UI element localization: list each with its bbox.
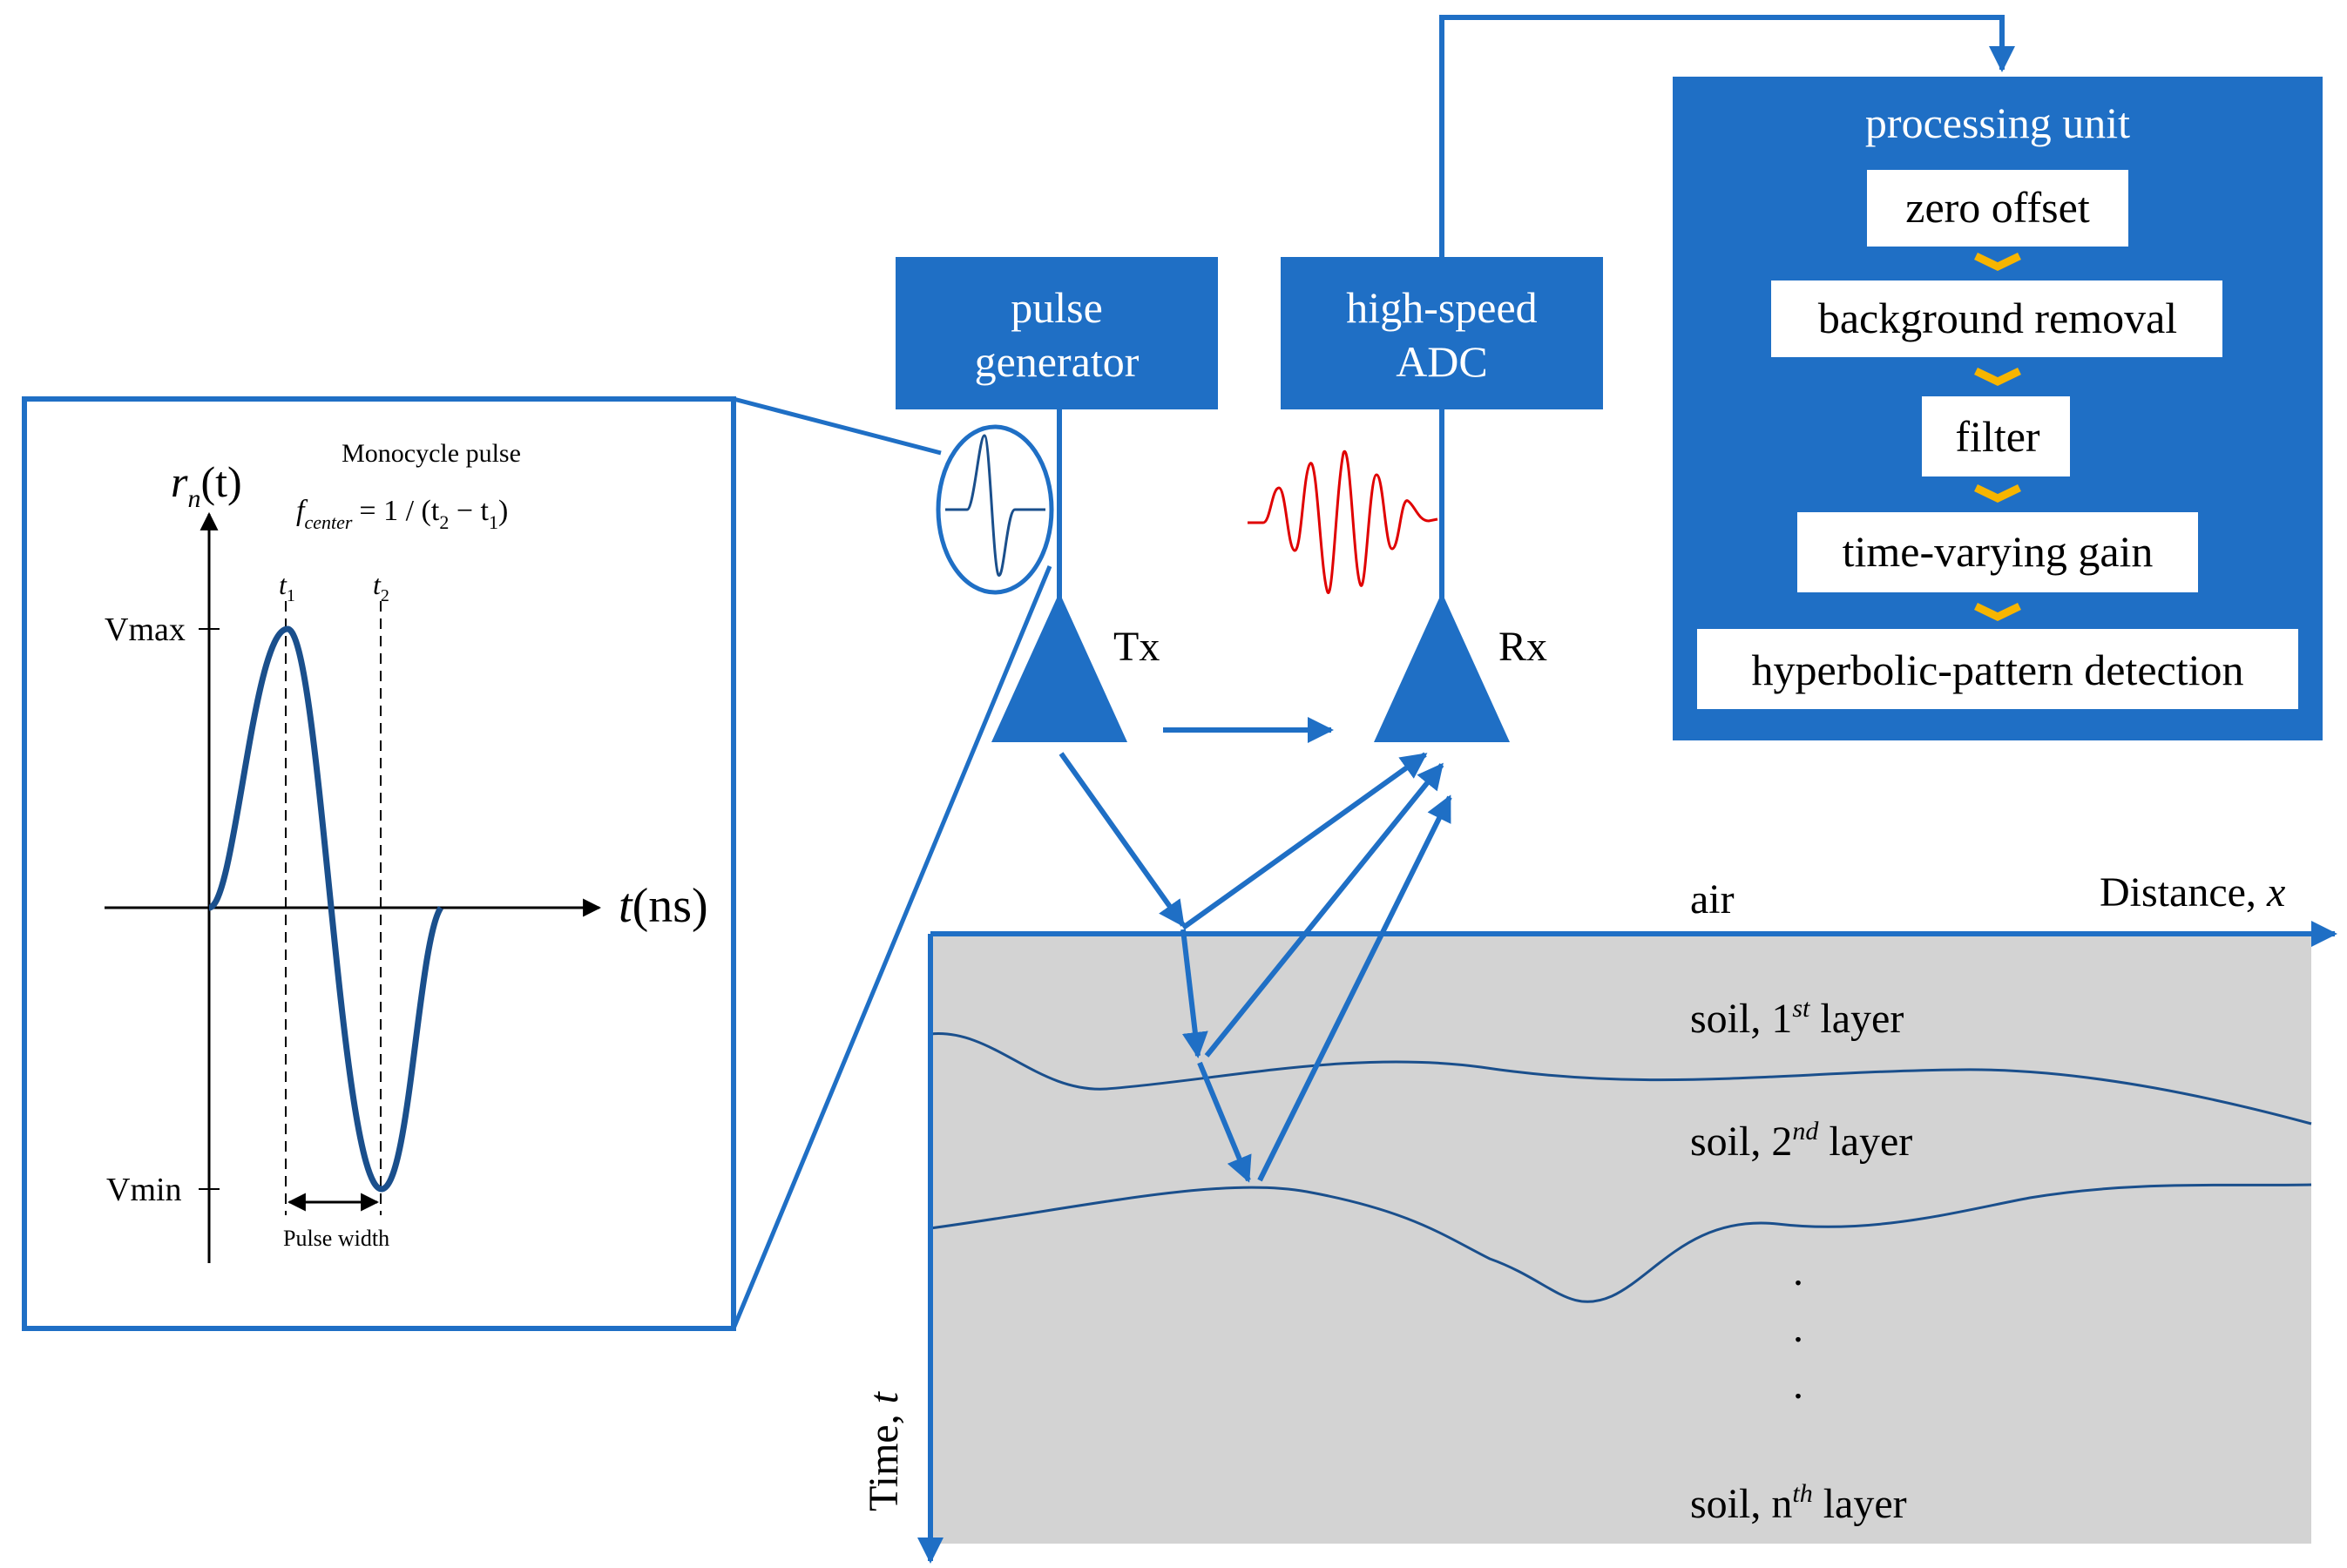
zoom-connector-bottom (731, 565, 1052, 1329)
monocycle-pulse-curve (207, 625, 444, 1193)
step-zero-offset-box (1867, 170, 2128, 247)
pulse-generator-block (896, 257, 1218, 409)
vmin-label: Vmin (106, 1172, 182, 1208)
step-filter: filter (1955, 412, 2040, 461)
step-chevrons (1974, 252, 2021, 621)
pulse-plot-frame (22, 396, 736, 1331)
adc-block (1281, 257, 1603, 409)
soil-layer-2-label: soil, 2nd layer (1690, 1117, 1912, 1165)
zoom-connector-top (733, 396, 942, 456)
pulse-plot-title: Monocycle pulse (342, 439, 521, 468)
ray-paths (1059, 717, 1452, 1183)
tx-antenna (991, 592, 1127, 742)
processing-unit-title: processing unit (1865, 98, 2130, 147)
adc-label-line2: ADC (1396, 337, 1488, 386)
t2-label: t2 (373, 569, 389, 605)
step-hyperbolic-detection-box (1697, 629, 2298, 709)
step-background-removal: background removal (1818, 294, 2177, 342)
pulse-y-axis-label: rn(t) (171, 457, 242, 513)
ray-layer2-to-rx (1257, 794, 1452, 1182)
tx-pulse-zoom-ellipse (936, 424, 1054, 595)
pulse-generator-label-line1: pulse (1011, 283, 1103, 332)
received-echo-waveform (1248, 449, 1438, 594)
chevron-icon (1974, 483, 2021, 503)
soil-layer-n-label: soil, nth layer (1690, 1479, 1907, 1527)
rx-label: Rx (1498, 624, 1547, 670)
ray-tx-to-surface (1059, 752, 1186, 928)
tx-pulse-mini-waveform (945, 434, 1045, 577)
soil-layer-1-label: soil, 1st layer (1690, 994, 1904, 1042)
ellipsis-dot-2: . (1793, 1305, 1803, 1351)
ray-layer1-to-rx (1204, 762, 1444, 1058)
pulse-x-axis-label: t(ns) (619, 879, 708, 933)
chevron-icon (1974, 602, 2021, 621)
step-time-varying-gain-box (1797, 512, 2198, 592)
center-frequency-formula: fcenter= 1 / (t2 − t1) (296, 495, 508, 533)
rx-antenna (1374, 592, 1510, 742)
vmax-label: Vmax (105, 612, 186, 648)
ray-surface-to-layer1 (1180, 929, 1208, 1058)
step-zero-offset: zero offset (1905, 183, 2090, 232)
step-time-varying-gain: time-varying gain (1843, 527, 2154, 576)
chevron-icon (1974, 367, 2021, 386)
t1-label: t1 (279, 569, 295, 605)
ellipsis-dot-1: . (1793, 1248, 1803, 1294)
pulse-width-label: Pulse width (283, 1226, 389, 1251)
ellipsis-dot-3: . (1793, 1362, 1803, 1408)
layer-boundary-1 (930, 1032, 2312, 1125)
tx-label: Tx (1113, 624, 1160, 670)
adc-to-processing-line (1439, 15, 2015, 257)
adc-label-line1: high-speed (1346, 283, 1537, 332)
chevron-icon (1974, 252, 2021, 271)
step-hyperbolic-detection: hyperbolic-pattern detection (1751, 645, 2243, 694)
ray-layer1-to-layer2 (1197, 1061, 1252, 1183)
air-label: air (1690, 876, 1735, 923)
layer-boundary-2 (930, 1183, 2312, 1303)
soil-area (930, 934, 2311, 1544)
time-axis-label: Time, t (861, 1390, 907, 1511)
step-background-removal-box (1771, 280, 2222, 357)
pulse-generator-label-line2: generator (975, 337, 1140, 386)
step-filter-box (1922, 396, 2070, 476)
ray-surface-to-rx (1181, 752, 1428, 930)
distance-axis-label: Distance, x (2100, 869, 2285, 916)
